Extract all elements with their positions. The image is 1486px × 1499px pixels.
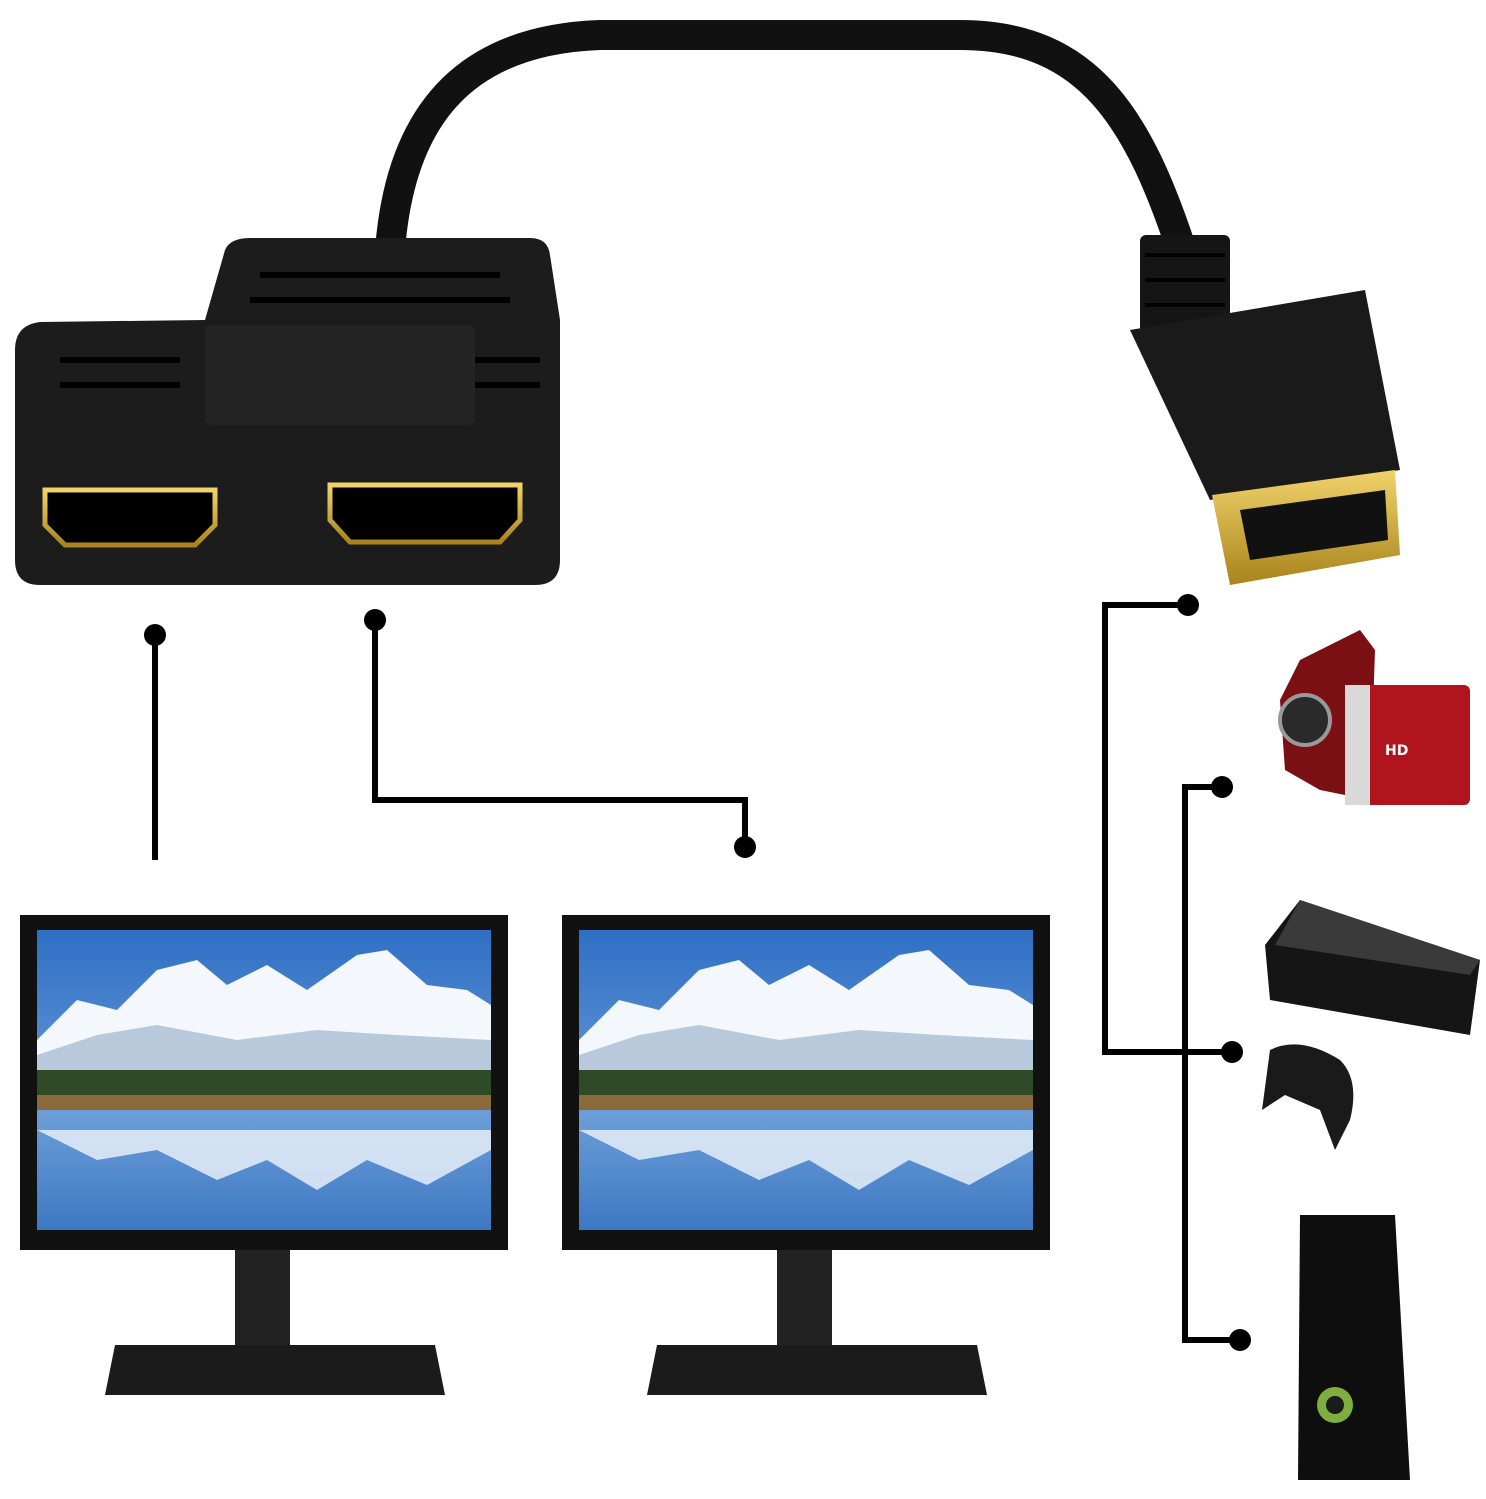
connection-dots: [144, 594, 1251, 1351]
gamepad-icon: [1262, 1044, 1354, 1150]
hdmi-splitter-body: [15, 238, 560, 585]
camcorder-logo: HD: [1385, 743, 1408, 759]
hdmi-port-2: [327, 482, 523, 545]
connection-lines: [152, 602, 1240, 1343]
xbox-console-icon: [1298, 1215, 1410, 1480]
camcorder-icon: HD: [1278, 630, 1470, 805]
hdmi-plug: [1130, 235, 1400, 585]
monitor-icon-left: [20, 915, 508, 1395]
hdmi-port-1: [42, 487, 218, 548]
hdmi-cable: [375, 20, 1200, 275]
game-console-icon: [1265, 900, 1480, 1035]
monitor-icon-right: [562, 915, 1050, 1395]
